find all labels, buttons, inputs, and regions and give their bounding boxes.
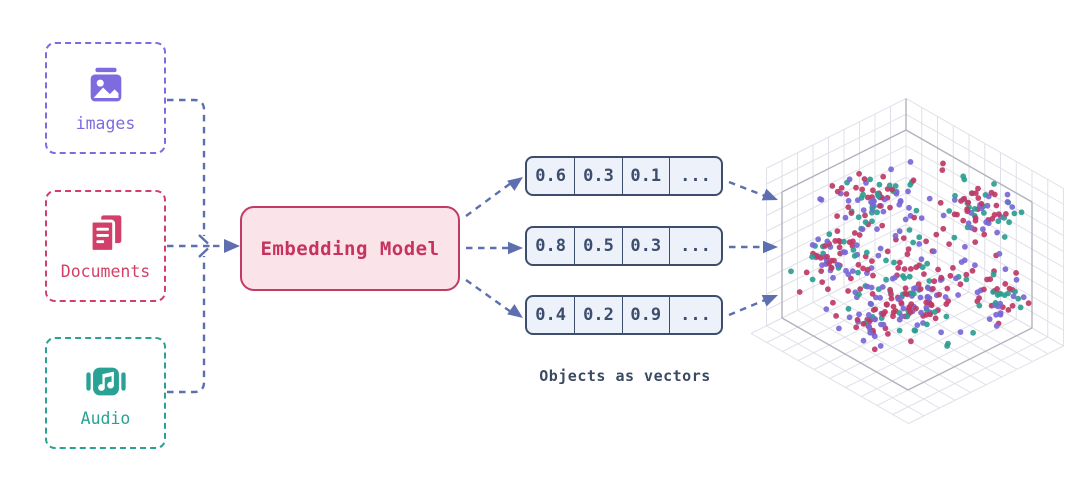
source-box-documents: Documents bbox=[45, 190, 166, 302]
vector-cell: 0.1 bbox=[621, 158, 669, 194]
documents-icon bbox=[89, 215, 121, 253]
vector-space-3d-plot bbox=[750, 98, 1064, 424]
vector-cell: ... bbox=[668, 158, 721, 194]
source-box-images: images bbox=[45, 42, 166, 154]
source-label-audio: Audio bbox=[80, 409, 131, 428]
image-icon bbox=[90, 67, 121, 102]
vector-cell: 0.3 bbox=[574, 158, 621, 194]
vector-cell: 0.3 bbox=[621, 228, 669, 264]
vector-cell: ... bbox=[668, 297, 721, 333]
vectors-caption: Objects as vectors bbox=[539, 367, 711, 385]
vector-cell: ... bbox=[668, 228, 721, 264]
embedding-model-label: Embedding Model bbox=[260, 237, 440, 260]
vector-cell: 0.6 bbox=[535, 166, 567, 186]
source-box-audio: Audio bbox=[45, 337, 166, 449]
source-label-documents: Documents bbox=[60, 262, 151, 281]
audio-icon bbox=[85, 367, 126, 396]
vector-cell: 0.2 bbox=[574, 297, 621, 333]
vector-cell: 0.8 bbox=[535, 236, 567, 256]
vector-cell: 0.9 bbox=[621, 297, 669, 333]
embedding-model-box: Embedding Model bbox=[240, 206, 460, 291]
vector-cell: 0.5 bbox=[574, 228, 621, 264]
source-label-images: images bbox=[75, 114, 136, 133]
vector-cell: 0.4 bbox=[535, 305, 567, 325]
